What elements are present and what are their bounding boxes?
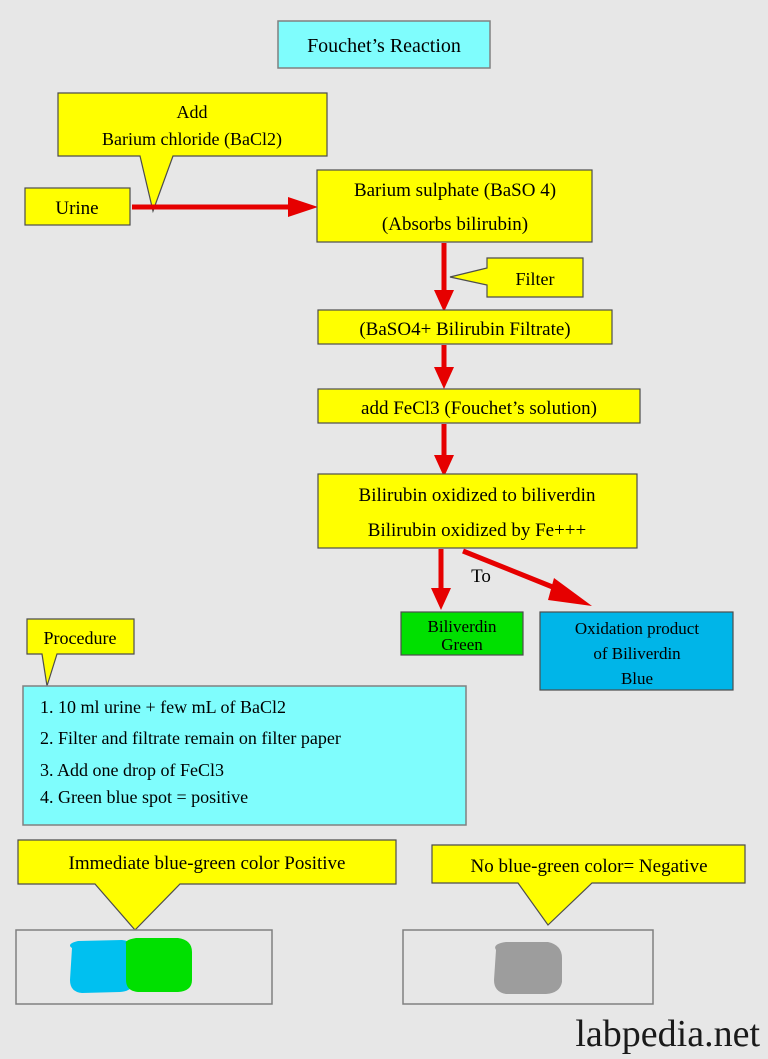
- title-label: Fouchet’s Reaction: [307, 35, 461, 57]
- procedure-step-1: 1. 10 ml urine + few mL of BaCl2: [40, 697, 286, 717]
- arrow-fecl3-to-oxidation: [434, 424, 454, 477]
- result-box-negative: [402, 929, 654, 1005]
- procedure-step-2: 2. Filter and filtrate remain on filter …: [40, 728, 341, 748]
- node-oxidation-product-line3: Blue: [621, 669, 653, 688]
- arrow-urine-to-barium: [132, 197, 318, 217]
- arrow-oxidation-to-product: [462, 548, 592, 606]
- procedure-step-3: 3. Add one drop of FeCl3: [40, 760, 224, 780]
- arrow-to-label: To: [471, 566, 491, 587]
- node-biliverdin-line2: Green: [441, 635, 483, 654]
- node-fecl3-label: add FeCl3 (Fouchet’s solution): [361, 398, 597, 419]
- node-oxidation-line2: Bilirubin oxidized by Fe+++: [368, 520, 586, 541]
- title-box: Fouchet’s Reaction: [277, 20, 491, 69]
- blob-blue: [70, 940, 134, 993]
- result-box-positive: [15, 929, 273, 1005]
- callout-add-bacl2: Add Barium chloride (BaCl2): [57, 92, 328, 214]
- node-urine: Urine: [24, 187, 131, 226]
- procedure-box: 1. 10 ml urine + few mL of BaCl2 2. Filt…: [22, 685, 467, 826]
- blob-gray: [494, 942, 562, 994]
- node-oxidation-product: Oxidation product of Biliverdin Blue: [539, 611, 734, 691]
- node-oxidation-product-line2: of Biliverdin: [593, 644, 681, 663]
- callout-negative: No blue-green color= Negative: [431, 844, 746, 926]
- procedure-step-4: 4. Green blue spot = positive: [40, 787, 248, 807]
- blob-green: [125, 938, 192, 992]
- callout-filter-label: Filter: [516, 269, 555, 289]
- callout-negative-label: No blue-green color= Negative: [470, 856, 707, 877]
- arrow-filtrate-to-fecl3: [434, 345, 454, 389]
- node-oxidation-line1: Bilirubin oxidized to biliverdin: [359, 485, 596, 506]
- arrow-barium-to-filtrate: [434, 243, 454, 312]
- callout-add-bacl2-line2: Barium chloride (BaCl2): [102, 129, 282, 150]
- arrow-oxidation-to-biliverdin: [431, 549, 451, 610]
- callout-positive: Immediate blue-green color Positive: [17, 839, 397, 931]
- node-fecl3: add FeCl3 (Fouchet’s solution): [317, 388, 641, 424]
- watermark: labpedia.net: [575, 1013, 760, 1055]
- node-filtrate: (BaSO4+ Bilirubin Filtrate): [317, 309, 613, 345]
- callout-positive-label: Immediate blue-green color Positive: [69, 853, 346, 874]
- node-filtrate-label: (BaSO4+ Bilirubin Filtrate): [359, 319, 570, 340]
- node-biliverdin: Biliverdin Green: [400, 611, 524, 656]
- callout-procedure-label: Procedure: [44, 628, 117, 648]
- callout-filter: Filter: [449, 257, 584, 298]
- callout-procedure: Procedure: [26, 618, 135, 687]
- node-oxidation: Bilirubin oxidized to biliverdin Bilirub…: [317, 473, 638, 549]
- node-barium-sulphate: Barium sulphate (BaSO 4) (Absorbs biliru…: [316, 169, 593, 243]
- node-biliverdin-line1: Biliverdin: [428, 617, 497, 636]
- node-barium-sulphate-line2: (Absorbs bilirubin): [382, 214, 528, 235]
- node-urine-label: Urine: [55, 198, 98, 219]
- node-oxidation-product-line1: Oxidation product: [575, 619, 699, 638]
- callout-add-bacl2-line1: Add: [177, 102, 208, 122]
- node-barium-sulphate-line1: Barium sulphate (BaSO 4): [354, 180, 556, 201]
